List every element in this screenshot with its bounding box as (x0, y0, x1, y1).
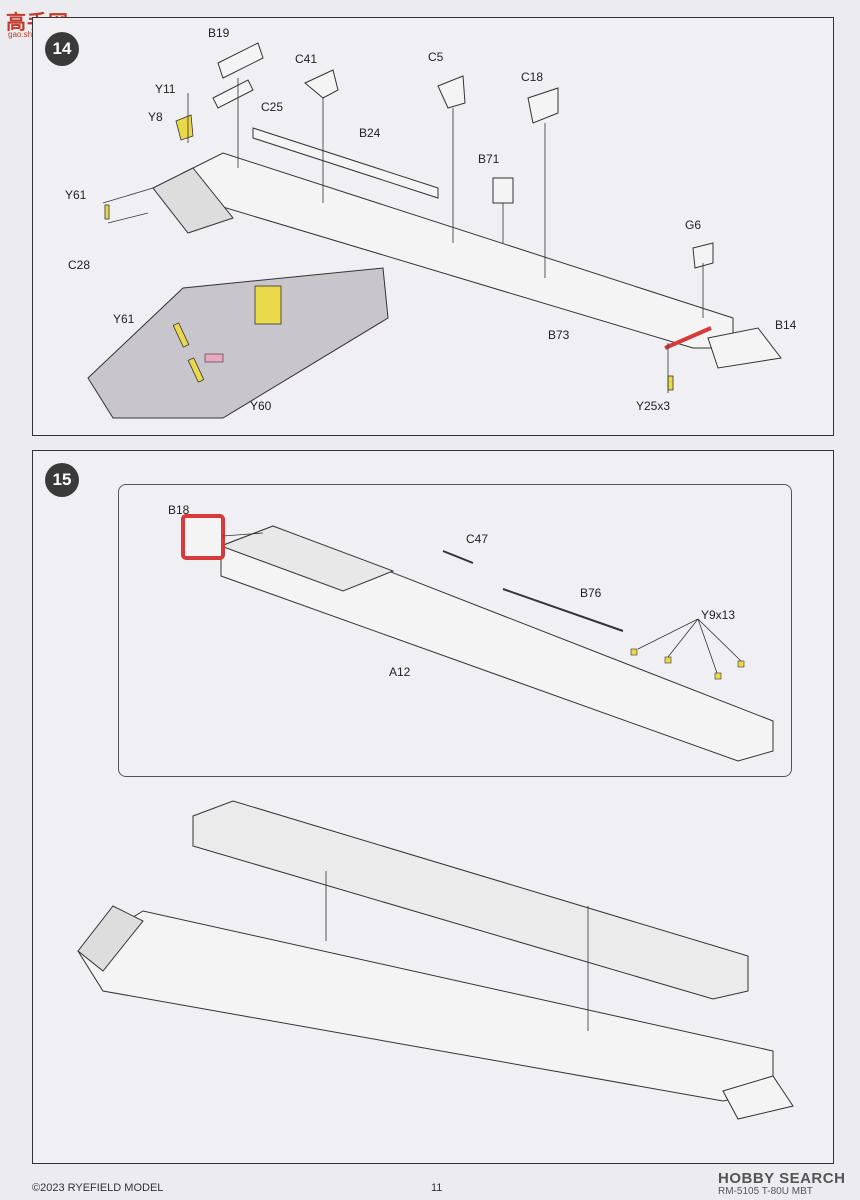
label-c28: C28 (68, 258, 91, 272)
part-c25 (212, 79, 254, 109)
step-14-panel: 14 (32, 17, 834, 436)
label-c47: C47 (466, 532, 489, 546)
assembled-boxes (192, 800, 749, 1000)
inset-fender-detail (87, 267, 389, 419)
footer-brand-watermark: HOBBY SEARCH (718, 1170, 846, 1187)
part-g6 (692, 242, 714, 269)
step-15-drawing (77, 514, 794, 1120)
footer-copyright: ©2023 RYEFIELD MODEL (32, 1182, 164, 1194)
part-y8 (175, 114, 194, 141)
part-c18 (527, 87, 559, 124)
part-b18 (182, 515, 224, 559)
inset-y60 (187, 357, 205, 383)
label-c18: C18 (521, 70, 544, 84)
label-c41: C41 (295, 52, 318, 66)
label-c25: C25 (261, 100, 284, 114)
red-edge-b73 (664, 326, 712, 350)
clip-y9-2 (664, 656, 672, 664)
step-14-number: 14 (45, 32, 79, 66)
part-c41 (304, 69, 339, 99)
clip-y9-3 (714, 672, 722, 680)
label-b71: B71 (478, 152, 500, 166)
part-c47 (442, 550, 474, 564)
label-b18: B18 (168, 503, 190, 517)
part-c5 (437, 75, 466, 109)
fender-front-end (152, 167, 234, 234)
watermark-subtitle: gao.shou.net (8, 30, 54, 39)
label-g6: G6 (685, 218, 702, 232)
label-b19: B19 (208, 26, 230, 40)
part-b71 (492, 177, 514, 204)
red-highlight-b18 (181, 514, 225, 560)
label-c5: C5 (428, 50, 444, 64)
inset-yellow-bracket (254, 285, 282, 325)
label-y11: Y11 (155, 82, 176, 96)
label-y25x3: Y25x3 (636, 399, 671, 413)
label-y8: Y8 (148, 110, 163, 124)
label-b24: B24 (359, 126, 381, 140)
step-14-drawing (87, 42, 782, 419)
part-y25 (667, 375, 674, 391)
part-b76 (502, 588, 624, 632)
part-y61 (104, 204, 110, 220)
step-15-panel: 15 (32, 450, 834, 1164)
label-y60: Y60 (250, 399, 272, 413)
clip-y9-4 (737, 660, 745, 668)
label-inset-y61: Y61 (113, 312, 135, 326)
assembled-front (77, 905, 144, 972)
page-number: 11 (431, 1182, 443, 1194)
step-15-subassembly-frame (118, 484, 792, 777)
label-b73: B73 (548, 328, 570, 342)
label-b76: B76 (580, 586, 602, 600)
part-a12-top (219, 525, 395, 592)
label-b14: B14 (775, 318, 797, 332)
label-y61: Y61 (65, 188, 87, 202)
step-15-number: 15 (45, 463, 79, 497)
part-b19 (217, 42, 264, 79)
part-b14 (707, 327, 782, 369)
label-y9x13: Y9x13 (701, 608, 736, 622)
assembled-rear-flap (722, 1075, 794, 1120)
label-a12: A12 (389, 665, 411, 679)
inset-y61 (172, 322, 190, 348)
clip-y9-1 (630, 648, 638, 656)
footer-product-code: RM-5105 T-80U MBT (718, 1186, 813, 1197)
inset-pink-part (204, 353, 224, 363)
part-b24 (252, 127, 439, 199)
